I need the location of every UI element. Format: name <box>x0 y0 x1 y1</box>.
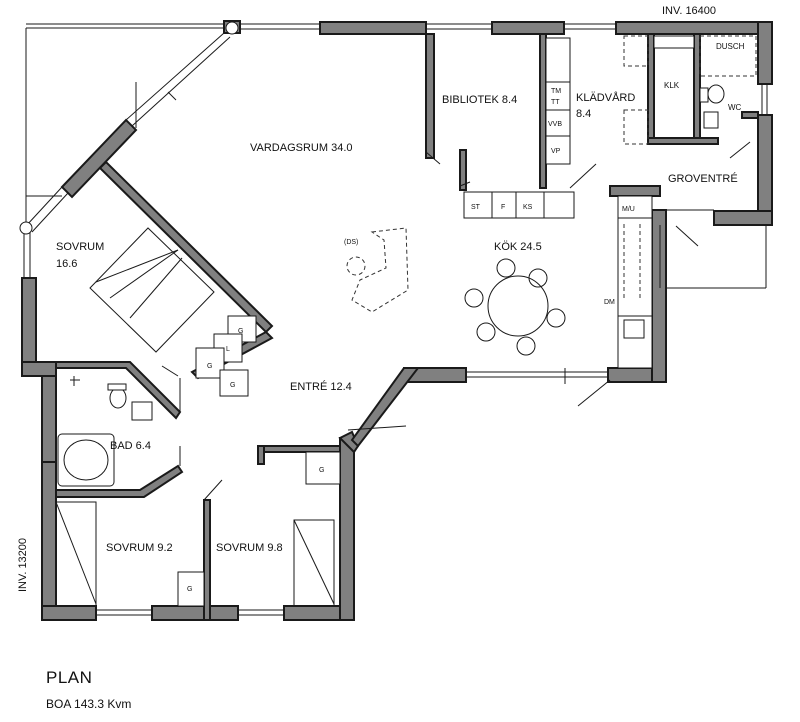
wall-klk-right <box>693 33 701 145</box>
wall-library <box>425 33 435 159</box>
fixture-ks: KS <box>523 204 533 211</box>
bath-toilet <box>109 387 127 409</box>
bed-sovrum-a <box>55 501 97 607</box>
cabinets <box>177 37 653 607</box>
wall-closet-left <box>539 33 547 189</box>
doors <box>135 82 751 501</box>
fixture-g3: G <box>230 382 235 389</box>
wall-bottom-2 <box>151 605 239 621</box>
bathtub <box>57 433 115 487</box>
fixture-vp: VP <box>551 148 561 155</box>
fixture-g2: G <box>207 363 212 370</box>
laundry-2 <box>623 109 649 145</box>
room-sovrum-main-area: 16.6 <box>56 258 77 270</box>
cabinet-kitchen-right <box>617 195 653 369</box>
wall-right-mid <box>757 114 773 226</box>
room-sovrum-a: SOVRUM 9.2 <box>106 542 173 554</box>
room-bibliotek: BIBLIOTEK 8.4 <box>442 94 517 106</box>
wall-top-2 <box>491 21 565 35</box>
beds <box>55 227 335 607</box>
room-entre: ENTRÉ 12.4 <box>290 380 352 393</box>
wall-top-1 <box>319 21 427 35</box>
fixture-f: F <box>501 204 505 211</box>
wall-groventre-top <box>609 185 661 197</box>
wall-diag-upper-left <box>60 118 138 199</box>
wall-top-3 <box>615 21 773 35</box>
wall-right-lower <box>339 437 355 621</box>
bed-master <box>89 227 215 353</box>
shower-area <box>699 35 757 77</box>
room-wc: WC <box>728 103 742 112</box>
fixture-tm: TM <box>551 88 561 95</box>
wall-klk-left <box>647 33 655 145</box>
plan-title: PLAN <box>46 668 93 687</box>
wc-toilet <box>707 84 725 104</box>
sofa <box>351 227 409 313</box>
room-sovrum-main: SOVRUM <box>56 241 104 253</box>
dining-table <box>487 275 549 337</box>
labels: INV. 16400 INV. 13200 VARDAGSRUM 34.0 BI… <box>17 5 745 593</box>
dimension-depth: INV. 13200 <box>17 538 29 592</box>
wall-klk-bottom <box>647 137 719 145</box>
wall-bedroom-divider <box>203 499 211 621</box>
cabinet-row <box>463 191 575 219</box>
fixture-st: ST <box>471 204 481 211</box>
furniture <box>346 227 566 356</box>
wall-bedroom2-top <box>257 445 341 453</box>
wall-right-upper <box>757 21 773 85</box>
fixture-g1: G <box>238 328 243 335</box>
wall-kitchen-right <box>651 209 667 383</box>
wall-left-lower <box>41 461 57 621</box>
dimension-width: INV. 16400 <box>662 5 716 17</box>
fixture-tt: TT <box>551 99 560 106</box>
bath-fixtures <box>57 35 757 487</box>
fixture-vvb: VVB <box>548 121 562 128</box>
wall-bottom-1 <box>41 605 97 621</box>
fixture-mu: M/U <box>622 206 635 213</box>
room-dusch: DUSCH <box>716 42 745 51</box>
room-kladvard-area: 8.4 <box>576 108 591 120</box>
room-kok: KÖK 24.5 <box>494 241 542 253</box>
bed-sovrum-b <box>293 519 335 607</box>
wall-bath-top-diag <box>55 361 182 420</box>
wall-right-step <box>713 210 773 226</box>
wall-wc-bottom <box>741 111 759 119</box>
room-kladvard: KLÄDVÅRD <box>576 91 635 104</box>
fixture-g4: G <box>319 467 324 474</box>
fixture-l: L <box>226 346 230 353</box>
cabinet-bedroom-g3 <box>219 369 249 397</box>
room-vardagsrum: VARDAGSRUM 34.0 <box>250 142 353 154</box>
wc-sink <box>703 111 719 129</box>
wall-bedroom-diagonal <box>98 160 274 334</box>
wall-bedroom2-stub <box>257 445 265 465</box>
wall-left-step <box>21 361 57 377</box>
room-bad: BAD 6.4 <box>110 440 151 452</box>
cabinet-vp <box>545 135 571 165</box>
fixture-g5: G <box>187 586 192 593</box>
bath-sink <box>131 401 153 421</box>
room-klk: KLK <box>664 81 680 90</box>
cabinet-sovrum-a-g <box>177 571 205 607</box>
laundry-1 <box>623 35 649 67</box>
wall-bath-bottom-diag <box>55 464 184 498</box>
room-sovrum-b: SOVRUM 9.8 <box>216 542 283 554</box>
kitchen-sink <box>623 319 645 339</box>
wall-left-bath <box>41 375 57 463</box>
wall-library-kitchen <box>459 149 467 191</box>
wall-left-mid <box>21 277 37 363</box>
plan-area: BOA 143.3 Kvm <box>46 697 132 711</box>
exterior-walls <box>21 20 773 621</box>
cabinet-closet-top <box>545 37 571 83</box>
wall-kitchen-diag <box>350 367 421 448</box>
cabinet-bedroom-g2 <box>195 347 225 379</box>
fixture-dm: DM <box>604 299 615 306</box>
room-groventre: GROVENTRÉ <box>668 172 738 185</box>
cabinet-sovrum-b-g <box>305 451 341 485</box>
windows <box>19 21 768 616</box>
groventre-bench <box>653 35 695 49</box>
fixture-ds: (DS) <box>344 239 358 246</box>
